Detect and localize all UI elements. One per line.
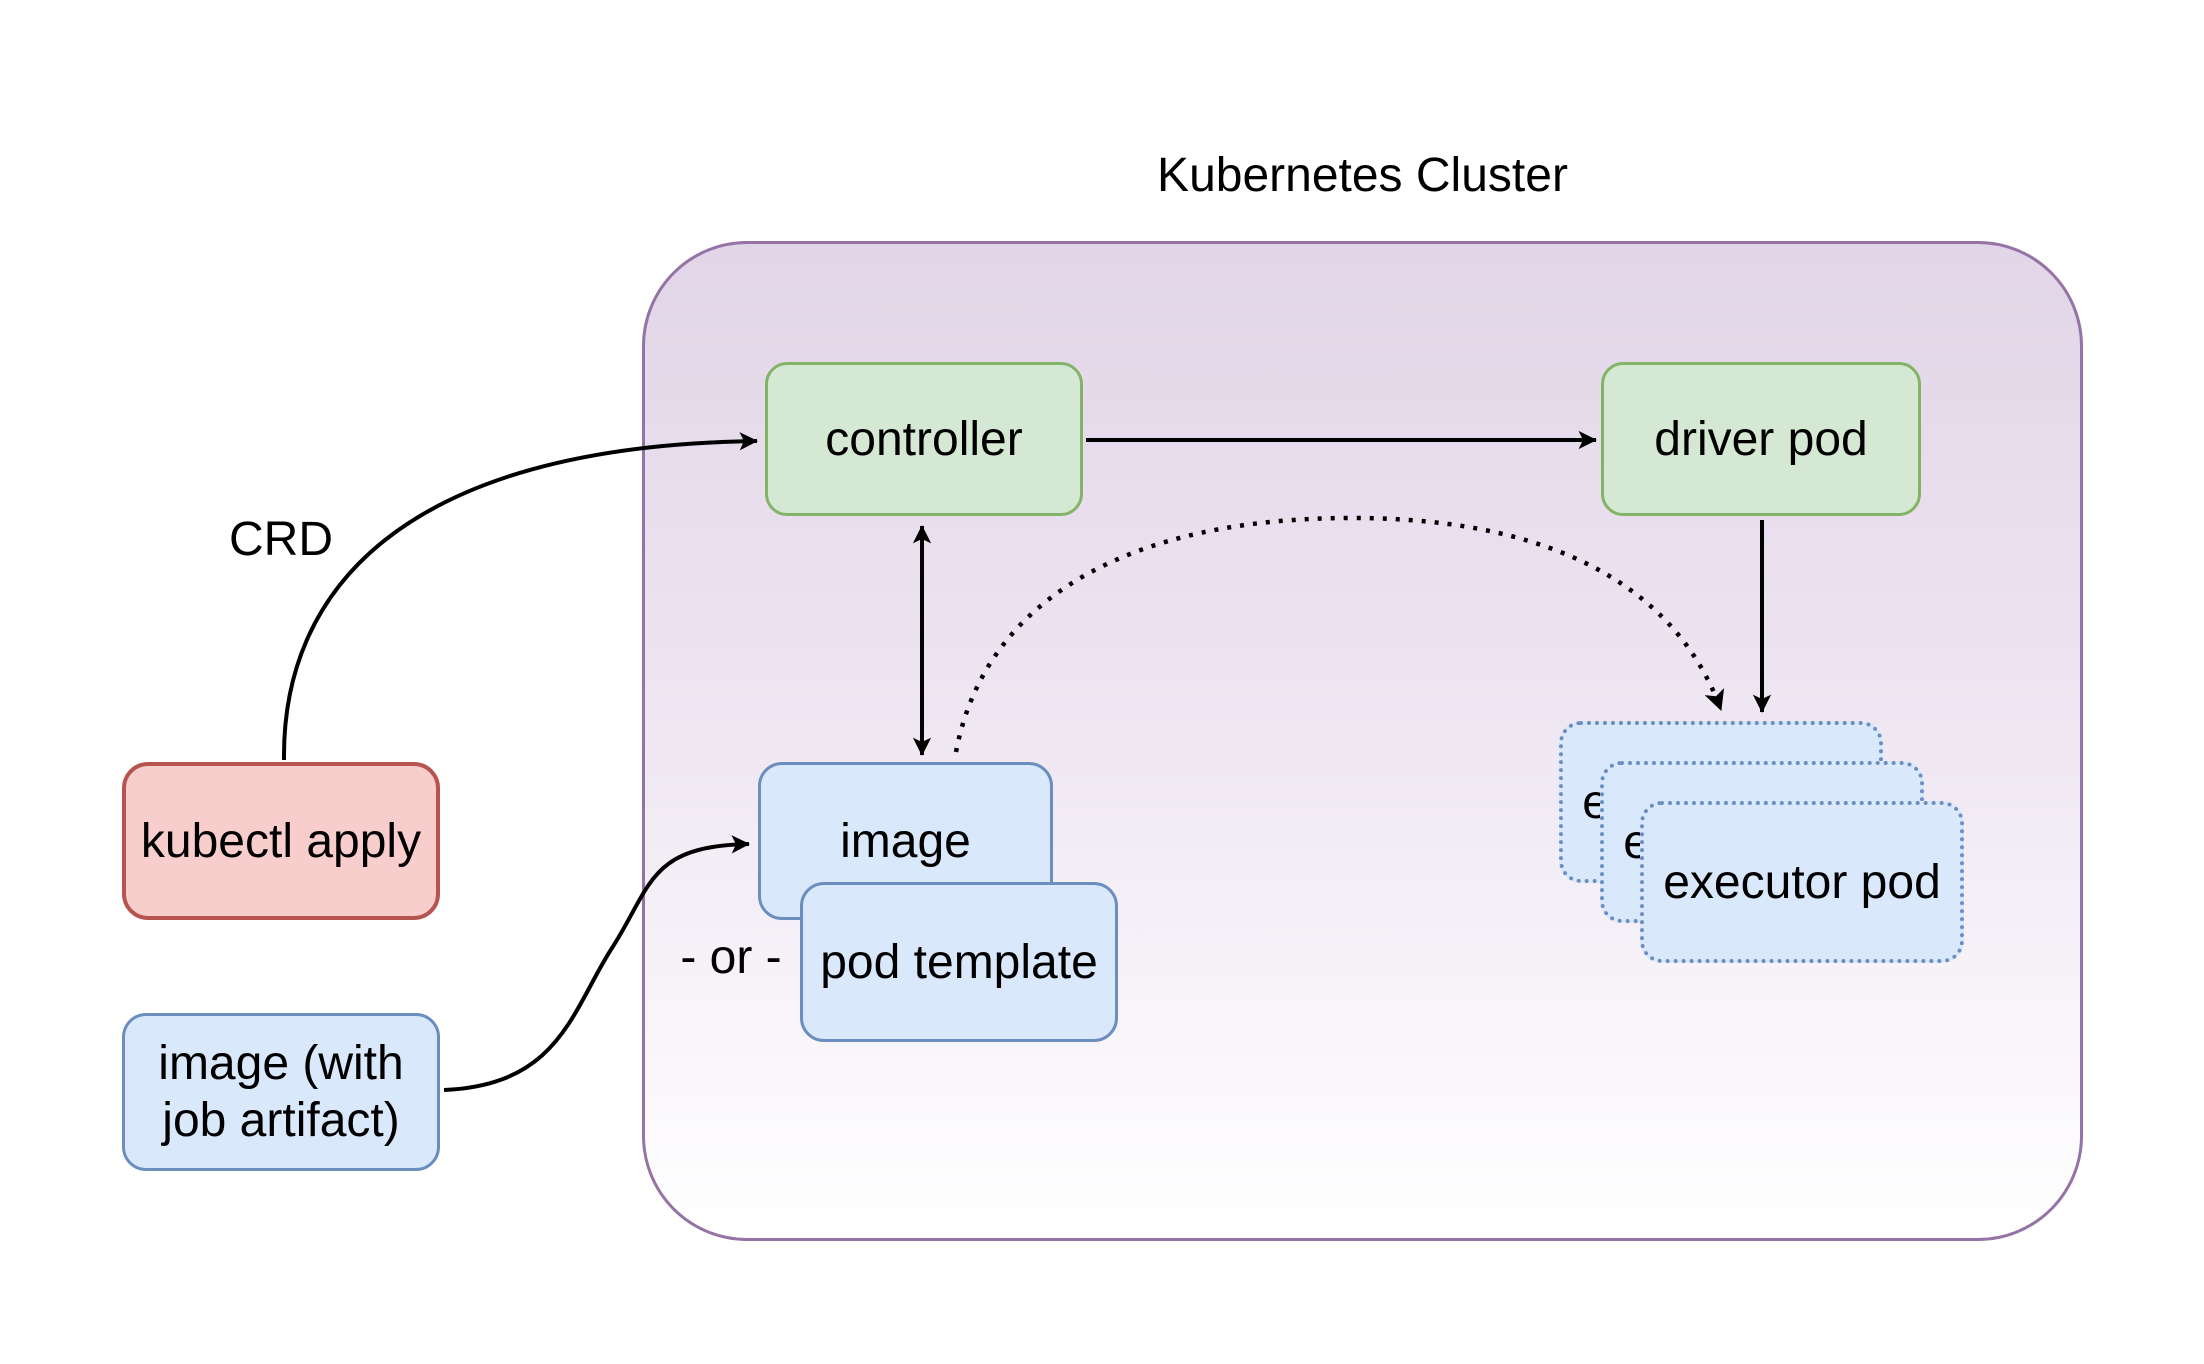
image-artifact-label-line2: job artifact) bbox=[162, 1094, 400, 1147]
or-label: - or - bbox=[680, 931, 782, 984]
driver-pod-label: driver pod bbox=[1654, 412, 1868, 466]
kubectl-apply-label: kubectl apply bbox=[140, 814, 422, 868]
node-pod-template: pod template bbox=[800, 882, 1118, 1042]
image-artifact-label-line1: image (with bbox=[158, 1037, 404, 1090]
node-executor-pod-front: executor pod bbox=[1640, 801, 1964, 963]
controller-label: controller bbox=[825, 412, 1023, 466]
executor-pod-label: executor pod bbox=[1663, 855, 1941, 909]
node-controller: controller bbox=[765, 362, 1083, 516]
pod-template-label: pod template bbox=[820, 935, 1098, 989]
node-image-with-job-artifact: image (with job artifact) bbox=[122, 1013, 440, 1171]
cluster-title: Kubernetes Cluster bbox=[1157, 149, 1568, 202]
node-kubectl-apply: kubectl apply bbox=[122, 762, 440, 920]
image-label: image bbox=[840, 814, 971, 868]
node-driver-pod: driver pod bbox=[1601, 362, 1921, 516]
crd-edge-label: CRD bbox=[229, 513, 333, 566]
